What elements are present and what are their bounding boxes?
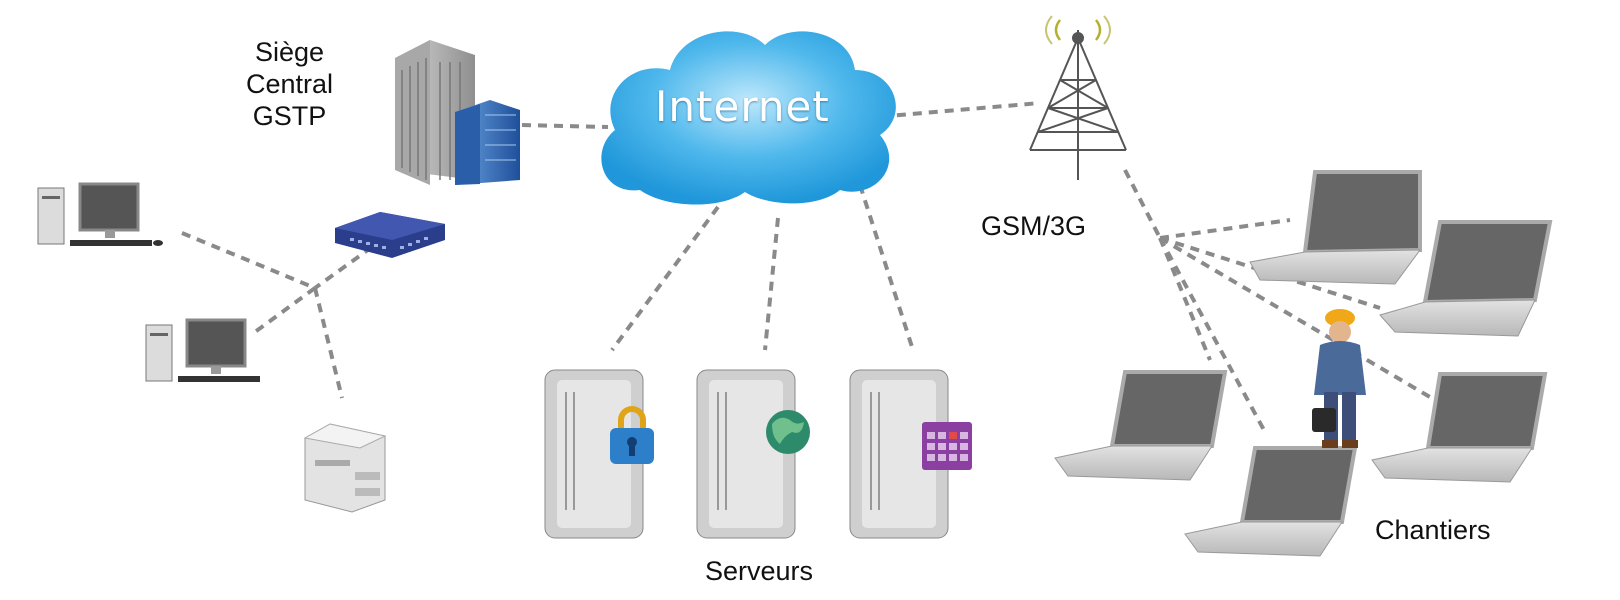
link-antenna-laptop1 — [1159, 218, 1291, 240]
link-hub-desktop2 — [253, 286, 317, 334]
laptop-icon — [1249, 170, 1422, 285]
security-server-icon — [544, 369, 654, 539]
link-hq-internet — [521, 123, 609, 129]
web-server-icon — [696, 369, 810, 539]
gsm-label: GSM/3G — [981, 211, 1087, 241]
link-antenna-laptop4 — [1158, 237, 1267, 433]
calendar-server-icon — [849, 369, 972, 539]
internet-label: Internet — [655, 82, 830, 131]
link-cloud-server3 — [858, 184, 915, 351]
laptop-icon — [1184, 446, 1358, 557]
link-antenna-laptop5 — [1158, 237, 1212, 361]
link-switch-hub — [313, 245, 374, 290]
cell-tower-icon — [1029, 15, 1127, 180]
headquarters-label: Siège Central GSTP — [246, 36, 333, 132]
link-cloud-server2 — [763, 217, 780, 351]
link-hub-printer — [313, 287, 344, 399]
link-cloud-server1 — [610, 205, 720, 352]
laptop-icon — [1379, 220, 1553, 337]
link-antenna-laptop3 — [1158, 236, 1437, 402]
printer-icon — [303, 423, 387, 513]
desktop-computer-icon — [37, 182, 163, 246]
network-switch-icon — [335, 212, 445, 258]
headquarters-label-line2: Central — [246, 69, 334, 99]
laptop-icon — [1054, 370, 1228, 481]
link-tower-hub — [1123, 169, 1162, 239]
building-icon — [395, 40, 520, 185]
headquarters-label-line3: GSTP — [252, 101, 327, 131]
laptop-icon — [1371, 372, 1548, 483]
construction-worker-icon — [1312, 309, 1366, 448]
desktop-computer-icon — [145, 318, 260, 382]
internet-cloud-icon — [601, 31, 896, 205]
sites-label: Chantiers — [1375, 515, 1491, 545]
servers-label: Serveurs — [705, 556, 814, 586]
headquarters-label-line1: Siège — [254, 37, 325, 67]
link-desktop1-hub — [181, 231, 316, 290]
link-internet-antenna — [864, 101, 1041, 120]
